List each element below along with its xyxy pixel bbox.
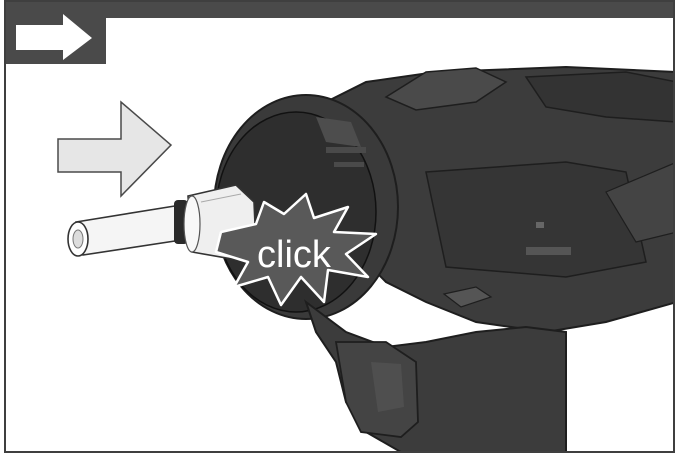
instruction-figure-frame: click bbox=[4, 0, 675, 453]
insertion-arrow-icon bbox=[58, 102, 171, 196]
click-label: click bbox=[257, 234, 332, 276]
drill-illustration: click bbox=[6, 2, 675, 453]
